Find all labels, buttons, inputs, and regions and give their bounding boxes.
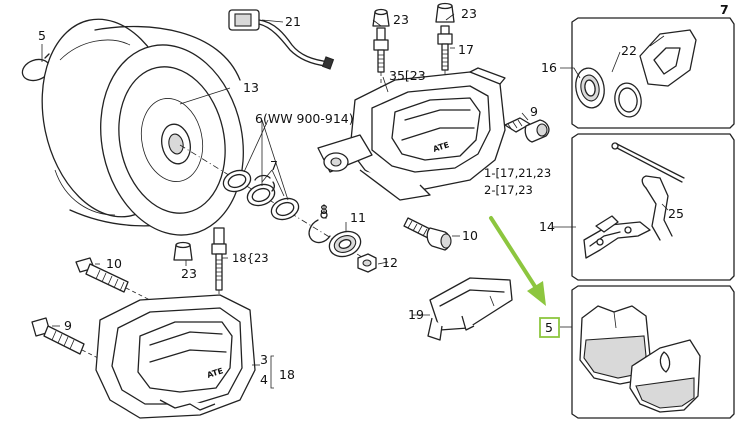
callout-23-a: 23: [393, 12, 409, 27]
caliper-bolt-top[interactable]: [504, 117, 550, 143]
callout-5-top: 5: [38, 28, 46, 43]
callout-10-top: 10: [462, 228, 478, 243]
callout-7: 7: [270, 158, 278, 173]
callout-35: 35[23: [389, 68, 426, 83]
callout-1: 1-[17,21,23: [484, 166, 551, 180]
callout-18-b: 18: [279, 367, 295, 382]
callout-9-bottom: 9: [64, 318, 72, 333]
callout-6: 6(WW 900-914): [255, 111, 354, 126]
pad-retaining-plate[interactable]: [427, 277, 513, 341]
group-panel-top: [571, 17, 735, 129]
bleeder-valve-top-right[interactable]: [437, 25, 453, 71]
cross-spring[interactable]: [583, 215, 651, 259]
brake-pad-inner[interactable]: [579, 305, 651, 385]
caliper-bolt-lower-left[interactable]: [75, 257, 129, 293]
callout-4: 4: [260, 372, 268, 387]
brake-pad-outer[interactable]: [629, 339, 701, 413]
seal-ring[interactable]: [268, 195, 301, 223]
callout-19: 19: [408, 307, 424, 322]
retaining-clip[interactable]: [308, 211, 331, 244]
callout-23-c: 23: [181, 266, 197, 281]
callout-21: 21: [285, 14, 301, 29]
bearing[interactable]: [326, 227, 364, 260]
brake-caliper-upper[interactable]: [317, 67, 506, 201]
callout-8: 8: [320, 202, 328, 217]
brake-disc[interactable]: [25, 6, 261, 248]
callout-23-b: 23: [461, 6, 477, 21]
brake-caliper-lower[interactable]: [95, 294, 256, 419]
shim-ring[interactable]: [220, 167, 253, 195]
callout-25: 25: [668, 206, 684, 221]
thrust-washer[interactable]: [244, 181, 277, 209]
nut[interactable]: [357, 253, 377, 273]
page-number: 7: [720, 2, 729, 17]
callout-11: 11: [350, 210, 366, 225]
bleeder-cap-top-left[interactable]: [372, 8, 390, 27]
caliper-bolt-lower-far[interactable]: [31, 317, 85, 355]
piston-seal-large[interactable]: [573, 66, 608, 110]
callout-22: 22: [621, 43, 637, 58]
wear-sensor-wire[interactable]: [228, 9, 335, 70]
group-panel-bottom: [571, 285, 735, 419]
highlight-arrow: [489, 216, 546, 306]
callout-13: 13: [243, 80, 259, 95]
callout-2: 2-[17,23: [484, 183, 533, 197]
caliper-bolt-middle[interactable]: [403, 217, 452, 251]
anti-squeal-shim[interactable]: [639, 29, 697, 87]
callout-3: 3: [260, 352, 268, 367]
callout-12: 12: [382, 255, 398, 270]
piston-seal-small[interactable]: [612, 81, 644, 119]
callout-16: 16: [541, 60, 557, 75]
callout-14: 14: [539, 219, 555, 234]
callout-labels: 7 5 21 23 23 17 35[23 13 6(WW 900-914) 7…: [38, 2, 729, 387]
callout-10-bottom: 10: [106, 256, 122, 271]
bleeder-cap-bottom[interactable]: [173, 241, 193, 261]
callout-5-highlight: 5: [545, 320, 553, 335]
retaining-pin[interactable]: [611, 142, 685, 183]
leader-lines: [41, 13, 669, 366]
callout-9-top: 9: [530, 104, 538, 119]
highlight-box[interactable]: [539, 317, 560, 338]
bracket-3-4: [270, 355, 274, 389]
group-panel-middle: [571, 133, 735, 281]
bleeder-valve-top-left[interactable]: [373, 27, 389, 73]
bleeder-cap-top-right[interactable]: [435, 2, 455, 23]
bleeder-valve-bottom[interactable]: [211, 227, 227, 291]
callout-18: 18{23: [232, 251, 269, 265]
callout-17: 17: [458, 42, 474, 57]
